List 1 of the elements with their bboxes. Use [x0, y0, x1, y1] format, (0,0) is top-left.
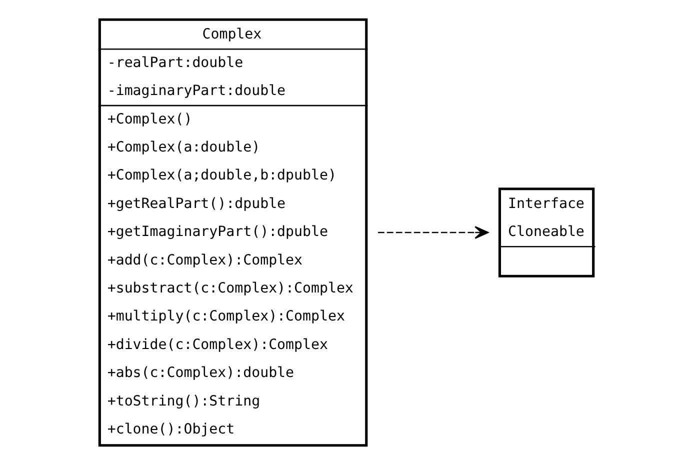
arrow: [377, 226, 488, 239]
